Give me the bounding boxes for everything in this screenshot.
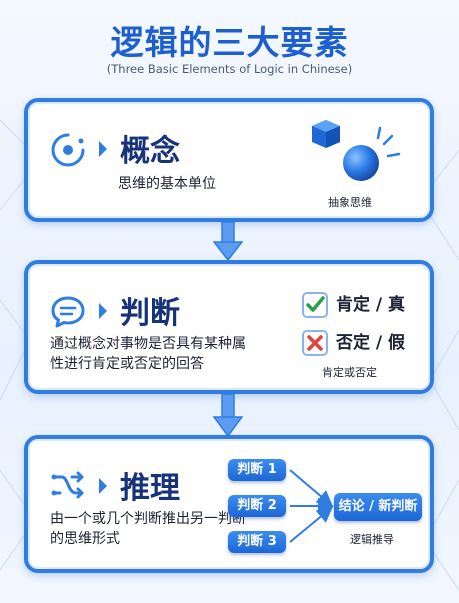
cube-sphere-illustration: [312, 120, 401, 181]
concept-card: 概念 思维的基本单位 抽象思维: [24, 98, 434, 222]
page-subtitle: (Three Basic Elements of Logic in Chines…: [106, 62, 353, 76]
chevron-right-icon: [99, 303, 107, 319]
premise-pill-3: 判断 3: [228, 531, 286, 553]
concept-caption: 抽象思维: [328, 196, 372, 209]
concept-description: 思维的基本单位: [118, 176, 216, 192]
chevron-right-icon: [99, 141, 107, 157]
inference-arrows: [289, 469, 334, 543]
checkmark-icon: [302, 292, 328, 318]
branch-merge-icon: [51, 471, 84, 499]
judgment-description: 通过概念对事物是否具有某种属性进行肯定或否定的回答: [50, 336, 246, 372]
reasoning-caption: 逻辑推导: [350, 533, 394, 546]
premise-pill-1: 判断 1: [228, 459, 286, 481]
flow-arrow-down: [213, 394, 243, 438]
flow-arrow-down: [213, 222, 243, 262]
affirm-row: 肯定 / 真: [302, 290, 405, 318]
judgment-caption: 肯定或否定: [322, 366, 377, 379]
cross-icon: [302, 330, 328, 356]
negate-label: 否定 / 假: [336, 333, 406, 353]
speech-bubble-icon: [51, 296, 85, 328]
negate-row: 否定 / 假: [302, 328, 405, 356]
affirm-label: 肯定 / 真: [336, 295, 406, 315]
orbit-icon: [51, 133, 85, 167]
concept-heading: 概念: [120, 134, 180, 169]
reasoning-heading: 推理: [120, 471, 180, 506]
conclusion-pill: 结论 / 新判断: [334, 493, 422, 521]
page-title: 逻辑的三大要素: [110, 23, 349, 62]
premise-pill-2: 判断 2: [228, 495, 286, 517]
chevron-right-icon: [99, 478, 107, 494]
judgment-card: 判断 通过概念对事物是否具有某种属性进行肯定或否定的回答 肯定 / 真 否定 /…: [24, 260, 434, 394]
reasoning-card: 推理 由一个或几个判断推出另一判断的思维形式 判断 1 判断 2 判断 3 结论…: [24, 435, 434, 573]
judgment-heading: 判断: [120, 296, 180, 331]
reasoning-description: 由一个或几个判断推出另一判断的思维形式: [50, 511, 246, 547]
